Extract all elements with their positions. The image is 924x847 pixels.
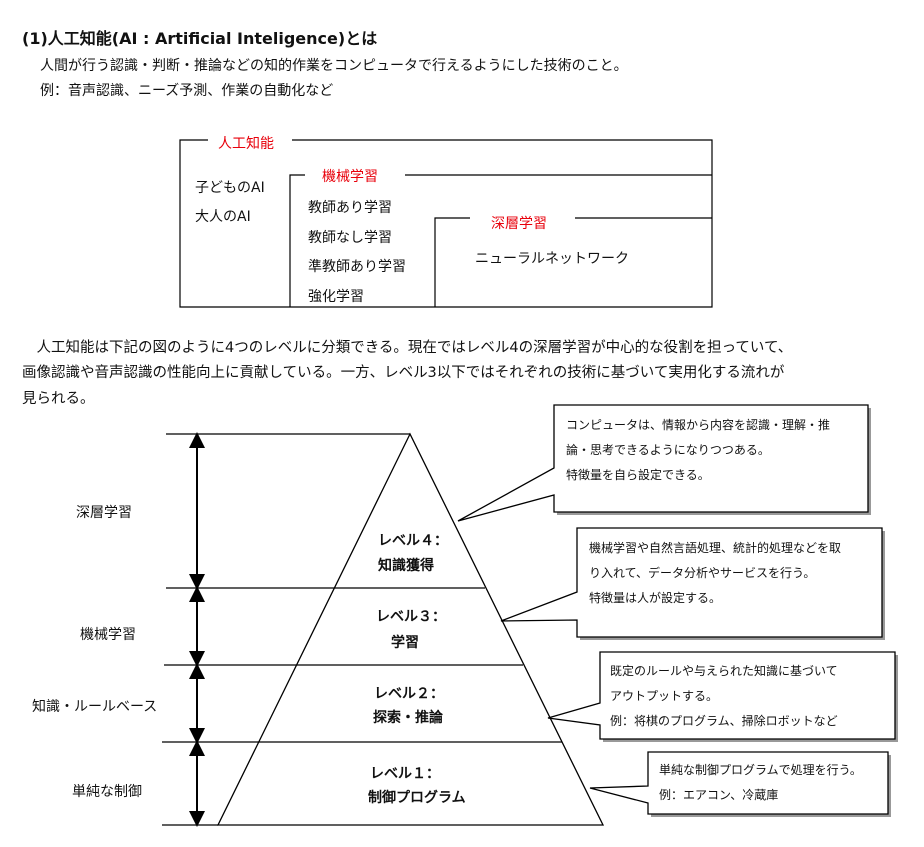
- venn-label-ai: 人工知能: [218, 136, 274, 152]
- level-name: 知識獲得: [378, 558, 434, 574]
- callouts: [457, 404, 898, 817]
- venn-item: 子どものAI: [195, 180, 265, 196]
- venn-item: 準教師あり学習: [308, 259, 406, 275]
- callout-line: 特徴量は人が設定する。: [589, 591, 722, 605]
- callout-line: 例：将棋のプログラム、掃除ロボットなど: [610, 714, 838, 728]
- venn-item: 教師あり学習: [308, 200, 392, 216]
- callout-line: 例：エアコン、冷蔵庫: [659, 788, 779, 802]
- callout-line: 単純な制御プログラムで処理を行う。: [659, 763, 862, 777]
- venn-label-dl: 深層学習: [491, 216, 547, 232]
- callout-line: 論・思考できるようになりつつある。: [566, 443, 770, 457]
- venn-item: 大人のAI: [195, 209, 251, 225]
- venn-item: 教師なし学習: [308, 230, 392, 246]
- level-name: 探索・推論: [373, 710, 443, 726]
- callout-line: 機械学習や自然言語処理、統計的処理などを取: [589, 541, 842, 555]
- callout-line: コンピュータは、情報から内容を認識・理解・推: [566, 418, 831, 432]
- level-title: レベル３：: [376, 609, 446, 625]
- venn-item: 強化学習: [308, 289, 364, 305]
- side-label: 単純な制御: [72, 784, 142, 800]
- definition-text: 人間が行う認識・判断・推論などの知的作業をコンピュータで行えるようにした技術のこ…: [40, 58, 628, 74]
- callout-level4: コンピュータは、情報から内容を認識・理解・推 論・思考できるようになりつつある。…: [566, 413, 830, 488]
- callout-level3: 機械学習や自然言語処理、統計的処理などを取 り入れて、データ分析やサービスを行う…: [589, 536, 841, 611]
- paragraph-line: 画像認識や音声認識の性能向上に貢献している。一方、レベル3以下ではそれぞれの技術…: [22, 365, 785, 381]
- venn-label-ml: 機械学習: [322, 169, 378, 185]
- level-name: 学習: [391, 635, 419, 651]
- paragraph-line: 人工知能は下記の図のように4つのレベルに分類できる。現在ではレベル4の深層学習が…: [22, 340, 793, 356]
- callout-line: アウトプットする。: [610, 689, 719, 703]
- venn-item: ニューラルネットワーク: [475, 251, 629, 267]
- callout-level2: 既定のルールや与えられた知識に基づいて アウトプットする。 例：将棋のプログラム…: [610, 659, 838, 734]
- side-label: 知識・ルールベース: [32, 699, 158, 715]
- pyramid: [162, 432, 605, 826]
- side-label: 機械学習: [80, 627, 136, 643]
- section-heading: (1)人工知能(AI : Artificial Inteligence)とは: [22, 29, 378, 48]
- example-text: 例：音声認識、ニーズ予測、作業の自動化など: [40, 83, 334, 99]
- side-label: 深層学習: [76, 505, 132, 521]
- callout-level1: 単純な制御プログラムで処理を行う。 例：エアコン、冷蔵庫: [659, 758, 862, 808]
- level-name: 制御プログラム: [368, 790, 466, 806]
- venn-box: [179, 139, 713, 308]
- callout-line: 既定のルールや与えられた知識に基づいて: [610, 664, 838, 678]
- callout-line: り入れて、データ分析やサービスを行う。: [589, 566, 816, 580]
- level-title: レベル１：: [370, 766, 440, 782]
- callout-line: 特徴量を自ら設定できる。: [566, 468, 710, 482]
- level-title: レベル４：: [378, 533, 448, 549]
- level-title: レベル２：: [374, 686, 444, 702]
- paragraph-line: 見られる。: [22, 391, 95, 407]
